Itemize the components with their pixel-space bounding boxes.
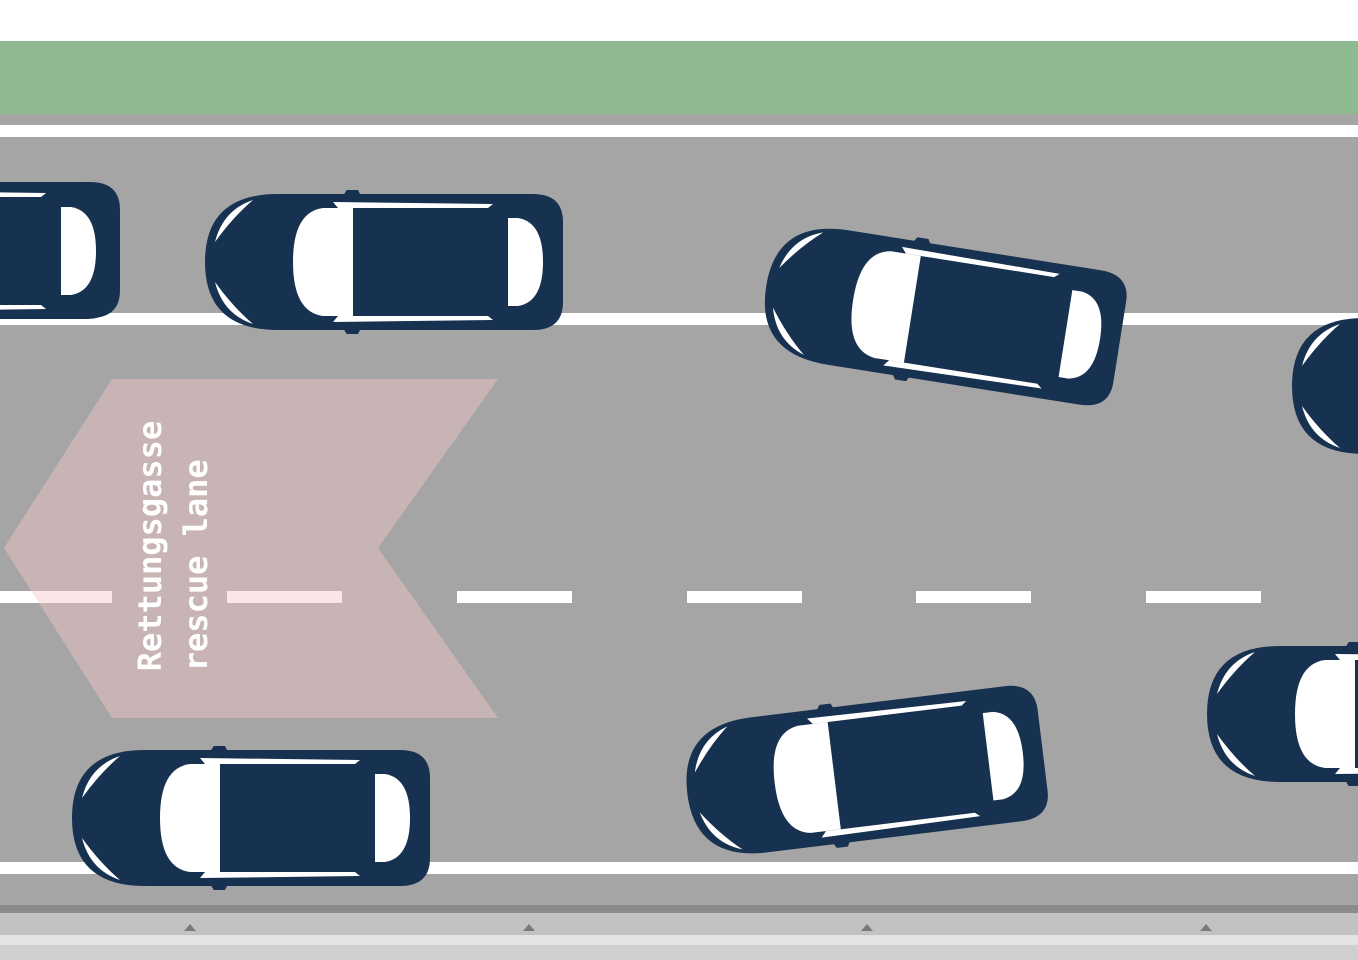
top-edge-line <box>0 125 1358 137</box>
lane-divider-solid <box>0 313 1358 325</box>
car-icon <box>205 190 563 334</box>
car-icon <box>677 678 1052 866</box>
lane-divider-dashed <box>0 591 1261 603</box>
guardrail <box>0 905 1358 960</box>
car-icon <box>1207 642 1358 786</box>
car-icon <box>72 746 430 890</box>
car-icon <box>0 179 116 323</box>
car-icon <box>753 214 1132 414</box>
arrow-left-icon <box>4 379 498 718</box>
grass-strip <box>0 41 1358 114</box>
